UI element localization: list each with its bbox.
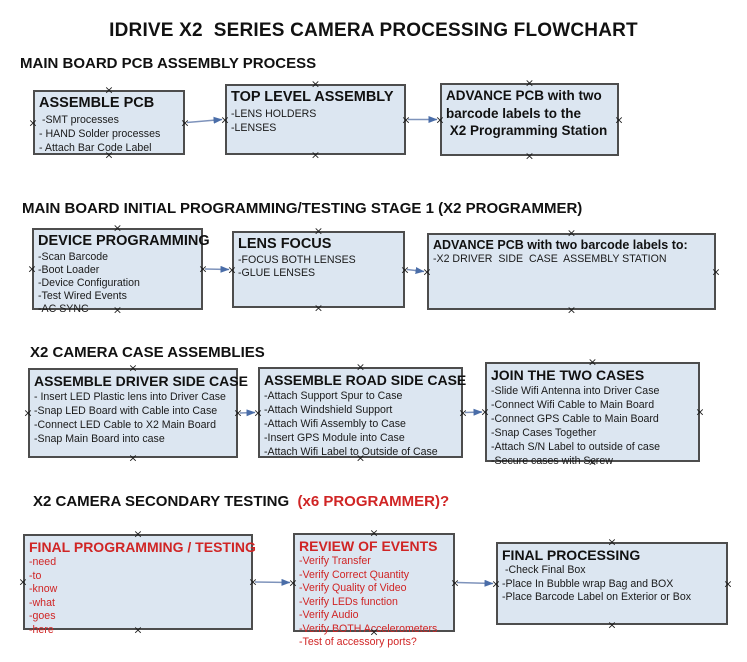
- box-item: -Snap Cases Together: [491, 427, 597, 440]
- box-item: -Verify Transfer: [299, 555, 371, 568]
- heading-text: X2 CAMERA CASE ASSEMBLIES: [30, 344, 265, 361]
- top-level-assembly-title: TOP LEVEL ASSEMBLY: [231, 89, 394, 105]
- final-processing-title: FINAL PROCESSING: [502, 547, 641, 563]
- box-item: -Attach Wifi Label to Outside of Case: [264, 446, 438, 459]
- box-item: -X2 DRIVER SIDE CASE ASSEMBLY STATION: [433, 253, 667, 266]
- final-programming-testing: FINAL PROGRAMMING / TESTING-need-to-know…: [23, 534, 256, 636]
- box-item: -Boot Loader: [38, 263, 100, 276]
- camera-case-assemblies-heading: X2 CAMERA CASE ASSEMBLIES: [30, 344, 265, 361]
- pcb-assembly-process-heading: MAIN BOARD PCB ASSEMBLY PROCESS: [20, 55, 316, 72]
- join-the-two-cases-title: JOIN THE TWO CASES: [491, 367, 645, 383]
- flow-arrow: [456, 579, 494, 587]
- page-title: IDRIVE X2 SERIES CAMERA PROCESSING FLOWC…: [109, 20, 638, 41]
- box-item: -Device Configuration: [38, 276, 140, 289]
- box-item: -Insert GPS Module into Case: [264, 432, 405, 445]
- box-item: -here: [29, 623, 54, 636]
- heading-text: X2 CAMERA SECONDARY TESTING: [33, 493, 298, 510]
- top-level-assembly: TOP LEVEL ASSEMBLY -LENS HOLDERS-LENSES: [225, 84, 406, 155]
- assemble-driver-side-case: ASSEMBLE DRIVER SIDE CASE - Insert LED Pl…: [28, 368, 248, 458]
- assemble-driver-side-case-title: ASSEMBLE DRIVER SIDE CASE: [34, 373, 248, 389]
- box-item: -need: [29, 556, 57, 569]
- advance-pcb-to-programming-station: ADVANCE PCB with two barcode labels to th…: [440, 83, 619, 156]
- box-item: -Snap Main Board into case: [34, 433, 165, 446]
- final-processing: FINAL PROCESSING -Check Final Box-Place …: [496, 542, 728, 625]
- advance-pcb-to-driver-side-station-title: ADVANCE PCB with two barcode labels to:: [433, 238, 688, 252]
- box-item: -Verify Audio: [299, 609, 359, 622]
- heading-text: MAIN BOARD PCB ASSEMBLY PROCESS: [20, 55, 317, 72]
- box-item: -LENS HOLDERS: [231, 107, 317, 120]
- box-item: -Attach Windshield Support: [264, 404, 393, 417]
- flow-arrow: [406, 267, 425, 274]
- box-item: -Verify LEDs function: [299, 595, 398, 608]
- advance-pcb-to-programming-station-title: X2 Programming Station: [446, 123, 608, 139]
- flow-arrow: [204, 265, 230, 273]
- box-item: -Place Barcode Label on Exterior or Box: [502, 591, 692, 604]
- box-item: -FOCUS BOTH LENSES: [238, 253, 356, 266]
- box-item: -GLUE LENSES: [238, 266, 316, 279]
- flow-arrow: [254, 578, 291, 586]
- assemble-road-side-case-title: ASSEMBLE ROAD SIDE CASE: [264, 372, 467, 388]
- advance-pcb-to-programming-station-title: barcode labels to the: [446, 105, 582, 121]
- join-the-two-cases: JOIN THE TWO CASES -Slide Wifi Antenna in…: [485, 362, 700, 467]
- heading-text: MAIN BOARD INITIAL PROGRAMMING/TESTING S…: [22, 200, 583, 217]
- box-item: -Secure cases with Screw: [491, 455, 613, 468]
- advance-pcb-to-programming-station-title: ADVANCE PCB with two: [446, 88, 602, 103]
- box-item: -Place In Bubble wrap Bag and BOX: [502, 577, 674, 590]
- heading-red-text: (x6 PROGRAMMER)?: [297, 493, 450, 510]
- box-item: -Check Final Box: [502, 564, 586, 577]
- box-item: -Slide Wifi Antenna into Driver Case: [491, 385, 660, 398]
- box-item: -goes: [29, 610, 56, 623]
- assemble-road-side-case: ASSEMBLE ROAD SIDE CASE -Attach Support S…: [258, 367, 467, 459]
- box-item: -SMT processes: [39, 113, 119, 126]
- device-programming-title: DEVICE PROGRAMMING: [38, 233, 210, 249]
- final-programming-testing-title: FINAL PROGRAMMING / TESTING: [29, 539, 256, 555]
- device-programming: DEVICE PROGRAMMING-Scan Barcode-Boot Loa…: [32, 228, 210, 315]
- review-of-events: REVIEW OF EVENTS-Verify Transfer-Verify …: [293, 533, 455, 648]
- box-item: -LENSES: [231, 121, 277, 134]
- box-item: -Attach Support Spur to Case: [264, 390, 403, 403]
- box-item: -Connect Wifi Cable to Main Board: [491, 399, 655, 412]
- box-item: -Attach Wifi Assembly to Case: [264, 418, 406, 431]
- box-item: - Insert LED Plastic lens into Driver Ca…: [34, 391, 226, 404]
- lens-focus-title: LENS FOCUS: [238, 236, 332, 252]
- assemble-pcb: ASSEMBLE PCB -SMT processes- HAND Solder…: [33, 90, 185, 155]
- box-item: -Snap LED Board with Cable into Case: [34, 405, 218, 418]
- flow-arrow: [186, 116, 223, 124]
- box-item: -know: [29, 583, 58, 596]
- review-of-events-title: REVIEW OF EVENTS: [299, 538, 438, 554]
- box-item: -Connect LED Cable to X2 Main Board: [34, 419, 216, 432]
- advance-pcb-to-driver-side-station: ADVANCE PCB with two barcode labels to:-…: [427, 233, 716, 310]
- flow-arrow: [239, 409, 256, 417]
- box-item: -Scan Barcode: [38, 250, 109, 263]
- box-item: -what: [29, 596, 55, 609]
- box-item: -Test of accessory ports?: [299, 636, 417, 649]
- box-item: -Connect GPS Cable to Main Board: [491, 413, 659, 426]
- initial-programming-testing-heading: MAIN BOARD INITIAL PROGRAMMING/TESTING S…: [22, 200, 582, 217]
- box-item: -AC SYNC: [38, 302, 89, 315]
- box-item: - Attach Bar Code Label: [39, 141, 152, 154]
- assemble-pcb-title: ASSEMBLE PCB: [39, 95, 155, 111]
- box-item: -Test Wired Events: [38, 289, 127, 302]
- camera-secondary-testing-heading: X2 CAMERA SECONDARY TESTING (x6 PROGRAMM…: [33, 493, 449, 510]
- box-item: -Verify BOTH Accelerometers: [299, 622, 438, 635]
- box-item: -Attach S/N Label to outside of case: [491, 441, 661, 454]
- box-item: -to: [29, 569, 42, 582]
- box-item: -Verify Quality of Video: [299, 582, 407, 595]
- flow-arrow: [464, 408, 483, 416]
- box-item: -Verify Correct Quantity: [299, 568, 410, 581]
- lens-focus: LENS FOCUS-FOCUS BOTH LENSES-GLUE LENSES: [232, 231, 405, 308]
- box-item: - HAND Solder processes: [39, 127, 161, 140]
